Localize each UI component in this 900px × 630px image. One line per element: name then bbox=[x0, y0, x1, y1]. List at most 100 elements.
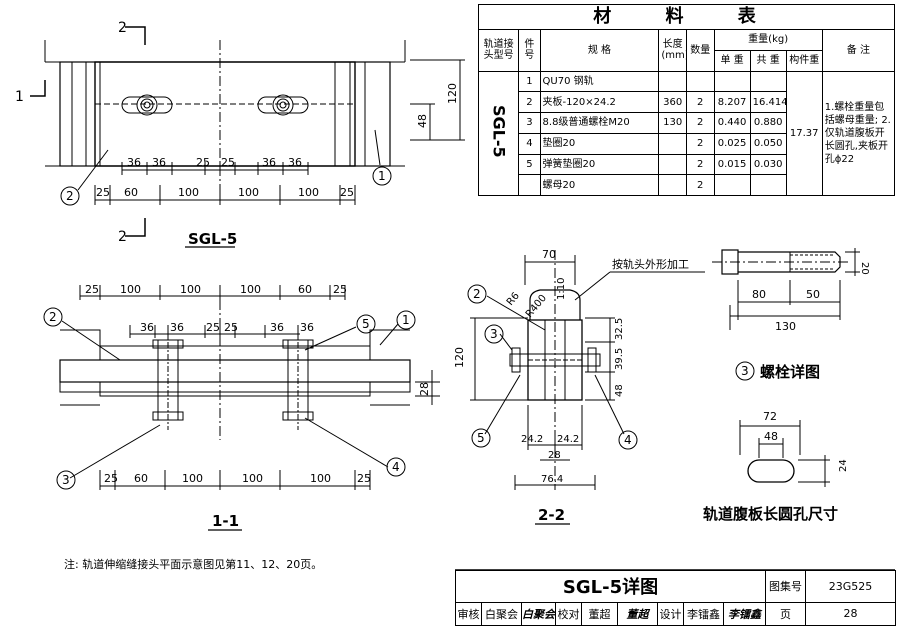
dim-label: R6 bbox=[505, 291, 522, 308]
reviewer-signature: 白聚会 bbox=[521, 601, 556, 627]
s11-callout-circle bbox=[43, 307, 63, 327]
s22-callout-circle bbox=[484, 324, 504, 344]
dim-label: 80 bbox=[752, 288, 766, 301]
design-label: 设计 bbox=[657, 601, 684, 627]
check-label: 校对 bbox=[555, 601, 582, 627]
header-type: 轨道接头型号 bbox=[477, 29, 520, 72]
dim-label: 36 bbox=[262, 156, 276, 169]
plan-bolt-center bbox=[279, 101, 287, 109]
joint-type: SGL-5 bbox=[489, 105, 509, 159]
callout-number: 5 bbox=[362, 317, 370, 331]
atlas-label: 图集号 bbox=[765, 570, 807, 603]
slot-detail-view bbox=[739, 420, 830, 487]
section-1-1-label: 1-1 bbox=[212, 512, 239, 530]
dim-label: 60 bbox=[298, 283, 312, 296]
dim-label: 25 bbox=[96, 186, 110, 199]
s22-callout-circle bbox=[618, 430, 638, 450]
header-qty: 数量 bbox=[685, 29, 715, 72]
dim-label: 72 bbox=[763, 410, 777, 423]
table-row: 2 夹板-120×24.2 360 2 8.207 16.414 bbox=[479, 91, 895, 113]
dim-label: 48 bbox=[764, 430, 778, 443]
dim-label: 120 bbox=[453, 347, 466, 368]
dim-label: 100 bbox=[178, 186, 199, 199]
s22-dim-right bbox=[585, 317, 615, 401]
callout-number: 4 bbox=[624, 433, 632, 447]
dim-label: 24 bbox=[838, 459, 849, 472]
s22-bolt bbox=[509, 353, 601, 367]
dim-label: R400 bbox=[524, 293, 549, 320]
callout-number: 4 bbox=[392, 460, 400, 474]
plan-rail-ends bbox=[45, 61, 405, 167]
s22-dim-ext bbox=[527, 405, 583, 450]
designer-signature: 李镭鑫 bbox=[722, 601, 767, 627]
table-title: 材 料 表 bbox=[478, 4, 895, 30]
dim-label: 120 bbox=[446, 83, 459, 104]
s22-nut bbox=[587, 347, 597, 373]
table-row: 5 弹簧垫圈20 2 0.015 0.030 bbox=[479, 153, 895, 176]
header-remarks: 备 注 bbox=[821, 29, 896, 72]
s22-dim-76-4 bbox=[514, 475, 596, 490]
s11-callout-circle bbox=[356, 314, 376, 334]
s11-leader-5 bbox=[304, 326, 357, 351]
s11-leader-1 bbox=[379, 323, 399, 346]
dim-label: 36 bbox=[127, 156, 141, 169]
s22-leader-3 bbox=[499, 333, 513, 351]
dim-label: 25 bbox=[221, 156, 235, 169]
dim-label: 36 bbox=[300, 321, 314, 334]
slot-dim-72 bbox=[739, 420, 801, 455]
plan-leader-1 bbox=[374, 129, 381, 166]
plan-bolt-head bbox=[136, 94, 158, 116]
dim-label: 48 bbox=[614, 384, 625, 397]
page-no: 28 bbox=[805, 601, 897, 627]
dim-label: 50 bbox=[806, 288, 820, 301]
dim-label: 24.2 bbox=[521, 434, 543, 445]
cell-total bbox=[749, 174, 787, 196]
s22-dim-70 bbox=[524, 255, 576, 285]
page-label: 页 bbox=[765, 601, 807, 627]
slot-detail-label: 轨道腹板长圆孔尺寸 bbox=[703, 505, 838, 523]
dim-label: 36 bbox=[288, 156, 302, 169]
s11-leader-3 bbox=[69, 424, 161, 479]
callout-number: 5 bbox=[477, 431, 485, 445]
plan-rail-verticals bbox=[71, 62, 366, 166]
s11-dim-top-ticks bbox=[79, 285, 346, 300]
review-label: 审核 bbox=[455, 601, 482, 627]
plan-bolt-shank bbox=[276, 98, 290, 112]
machining-note: 按轨头外形加工 bbox=[612, 257, 689, 271]
s11-callout-circle bbox=[396, 310, 416, 330]
s11-dim-28 bbox=[415, 370, 440, 405]
s11-rail-base bbox=[59, 382, 411, 393]
dim-label: 70 bbox=[542, 248, 556, 261]
s22-leader-4 bbox=[594, 374, 625, 435]
callout-number: 2 bbox=[473, 287, 481, 301]
dim-label: 36 bbox=[152, 156, 166, 169]
s22-leader-5 bbox=[484, 374, 521, 435]
dim-label: 25 bbox=[224, 321, 238, 334]
dim-label: 25 bbox=[333, 283, 347, 296]
section-1-mark-left bbox=[30, 80, 46, 97]
section-2-2-label: 2-2 bbox=[538, 506, 565, 524]
bolt-dim-130 bbox=[729, 305, 840, 330]
s11-callout-circle bbox=[386, 457, 406, 477]
dim-label: 25 bbox=[340, 186, 354, 199]
bolt-dim-ext bbox=[737, 280, 841, 320]
plan-callout-circle bbox=[372, 166, 392, 186]
title-block: SGL-5详图 图集号 23G525 审核 白聚会 白聚会 校对 董超 董超 设… bbox=[454, 570, 897, 627]
dim-label: 100 bbox=[242, 472, 263, 485]
remarks-text: 1.螺栓重量包括螺母重量; 2.仅轨道腹板开长圆孔,夹板开孔ϕ22 bbox=[821, 70, 896, 196]
table-row: 螺母20 2 bbox=[479, 174, 895, 196]
callout-number: 2 bbox=[66, 189, 74, 203]
bolt-dim-20 bbox=[845, 248, 860, 276]
bolt-detail-view bbox=[712, 248, 860, 381]
dim-label: 130 bbox=[775, 320, 796, 333]
cell-no: 5 bbox=[518, 153, 541, 176]
designer-name: 李镭鑫 bbox=[683, 601, 724, 627]
callout-number: 3 bbox=[62, 473, 70, 487]
s11-bolt-axes bbox=[167, 330, 299, 430]
plan-bolt-shank bbox=[140, 98, 154, 112]
cell-qty: 2 bbox=[685, 174, 715, 196]
dim-label: 100 bbox=[182, 472, 203, 485]
dim-label: 76.4 bbox=[541, 474, 563, 485]
s22-dim-120 bbox=[470, 317, 528, 401]
dim-label: 100 bbox=[238, 186, 259, 199]
